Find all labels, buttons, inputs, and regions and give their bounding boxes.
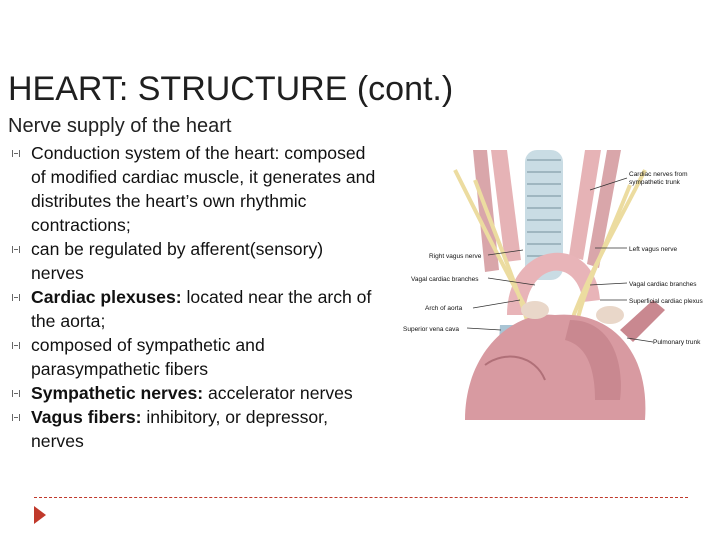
bullet-item: Vagus fibers: inhibitory, or depressor, … <box>12 405 377 453</box>
bullet-bold: Sympathetic nerves: <box>31 383 204 403</box>
next-slide-arrow-icon[interactable] <box>34 506 46 524</box>
label-svc: Superior vena cava <box>403 326 459 333</box>
label-vagal-branches-left: Vagal cardiac branches <box>411 276 479 283</box>
bullet-text: located near the arch of the aorta; <box>31 287 372 331</box>
label-cardiac-nerves: Cardiac nerves from <box>629 171 688 178</box>
heart-nerve-illustration: Cardiac nerves from sympathetic trunk Ri… <box>403 150 703 420</box>
bullet-text: can be regulated by afferent(sensory) ne… <box>31 239 324 283</box>
bullet-icon <box>12 414 20 421</box>
bullet-text: Conduction system of the heart: composed… <box>31 143 376 235</box>
label-arch-aorta: Arch of aorta <box>425 305 463 312</box>
bullet-icon <box>12 246 20 253</box>
figure-labels: Cardiac nerves from sympathetic trunk Ri… <box>403 171 703 346</box>
slide-subtitle: Nerve supply of the heart <box>8 115 232 137</box>
bullet-icon <box>12 150 20 157</box>
bullet-icon <box>12 390 20 397</box>
label-superficial-plexus: Superficial cardiac plexus <box>629 298 703 305</box>
bullet-text: inhibitory, or depressor, nerves <box>31 407 328 451</box>
bullet-bold: Cardiac plexuses: <box>31 287 182 307</box>
bullet-icon <box>12 342 20 349</box>
bullet-icon <box>12 294 20 301</box>
bullet-list: Conduction system of the heart: composed… <box>12 141 377 453</box>
bullet-item: Cardiac plexuses: located near the arch … <box>12 285 377 333</box>
bullet-bold: Vagus fibers: <box>31 407 142 427</box>
bullet-text: accelerator nerves <box>203 383 353 403</box>
bullet-item: Sympathetic nerves: accelerator nerves <box>12 381 377 405</box>
label-pulmonary-trunk: Pulmonary trunk <box>653 339 701 346</box>
leader-lines <box>466 177 654 343</box>
bullet-text: composed of sympathetic and parasympathe… <box>31 335 265 379</box>
slide-title: HEART: STRUCTURE (cont.) <box>8 70 454 108</box>
label-sympathetic-trunk: sympathetic trunk <box>629 179 681 186</box>
label-vagal-branches-right: Vagal cardiac branches <box>629 281 697 288</box>
label-right-vagus: Right vagus nerve <box>429 253 482 260</box>
bullet-item: can be regulated by afferent(sensory) ne… <box>12 237 377 285</box>
heart <box>465 300 665 420</box>
bullet-item: composed of sympathetic and parasympathe… <box>12 333 377 381</box>
footer-divider <box>34 497 688 498</box>
label-left-vagus: Left vagus nerve <box>629 246 677 253</box>
bullet-item: Conduction system of the heart: composed… <box>12 141 377 237</box>
